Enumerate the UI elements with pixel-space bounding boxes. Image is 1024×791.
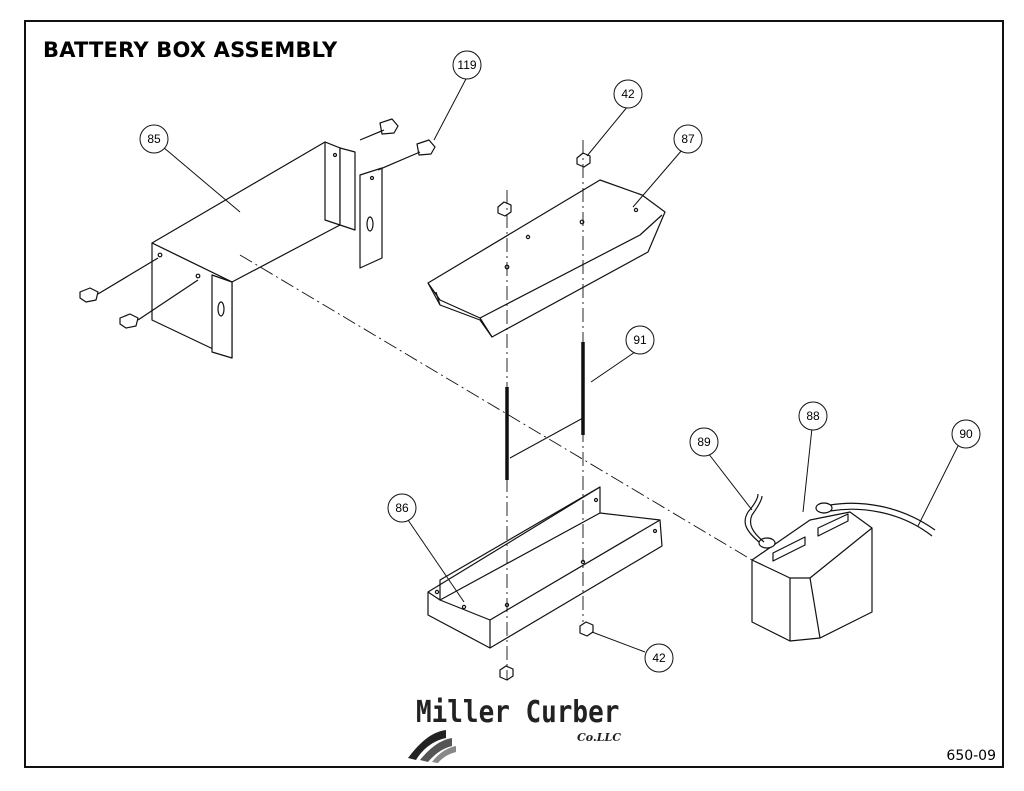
threaded-rod-91: [505, 342, 585, 480]
callout-42-top: 42: [621, 87, 635, 101]
callout-85: 85: [147, 132, 161, 146]
nut-icon: [497, 152, 591, 217]
logo-name: Miller Curber: [416, 694, 619, 729]
callout-86: 86: [395, 501, 409, 515]
callout-88: 88: [806, 409, 820, 423]
bolt-icon: [79, 257, 199, 329]
callout-42-bottom: 42: [652, 651, 666, 665]
channel-87: [427, 179, 666, 338]
tray-86: [427, 486, 663, 649]
callout-90: 90: [959, 427, 973, 441]
drawing-border: [24, 20, 1004, 768]
callout-91: 91: [633, 333, 647, 347]
company-logo: Miller Curber Co.LLC: [408, 694, 621, 763]
bolt-icon: [359, 118, 436, 171]
logo-suffix: Co.LLC: [577, 731, 621, 744]
callout-87: 87: [681, 132, 695, 146]
battery-88: [751, 502, 873, 642]
nut-icon: [499, 621, 594, 681]
callout-89: 89: [697, 435, 711, 449]
callout-119: 119: [457, 58, 476, 72]
drawing-title: BATTERY BOX ASSEMBLY: [43, 38, 338, 62]
bracket-85: [151, 141, 383, 359]
drawing-number: 650-09: [946, 748, 996, 764]
